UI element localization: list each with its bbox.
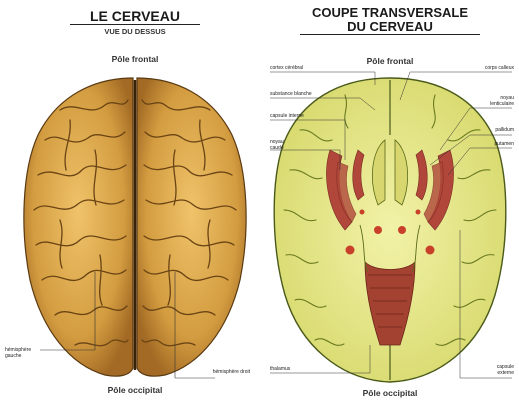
label-left-hemisphere: hémisphère gauche bbox=[5, 348, 45, 359]
left-hemisphere bbox=[24, 78, 133, 376]
right-title-line1: COUPE TRANSVERSALE bbox=[300, 6, 480, 20]
label-lenticular: noyau lenticulaire bbox=[484, 96, 514, 107]
label-cortex: cortex cérébral bbox=[270, 66, 330, 72]
label-putamen: putamen bbox=[480, 142, 514, 148]
label-corpus-callosum: corps calleux bbox=[470, 66, 514, 72]
label-caudate: noyau caudé bbox=[270, 140, 294, 151]
right-hemisphere bbox=[137, 78, 246, 376]
label-internal-capsule: capsule interne bbox=[270, 114, 330, 120]
brain-section bbox=[274, 78, 506, 382]
right-pole-frontal: Pôle frontal bbox=[340, 56, 440, 66]
label-white-matter: substance blanche bbox=[270, 92, 330, 98]
label-external-capsule: capsule externe bbox=[484, 365, 514, 376]
label-thalamus: thalamus bbox=[270, 367, 310, 373]
label-pallidum: pallidum bbox=[480, 128, 514, 134]
right-title-line2: DU CERVEAU bbox=[300, 20, 480, 35]
label-right-hemisphere: hémisphère droit bbox=[210, 370, 250, 376]
right-pole-occipital: Pôle occipital bbox=[340, 388, 440, 398]
left-pole-occipital: Pôle occipital bbox=[80, 385, 190, 395]
